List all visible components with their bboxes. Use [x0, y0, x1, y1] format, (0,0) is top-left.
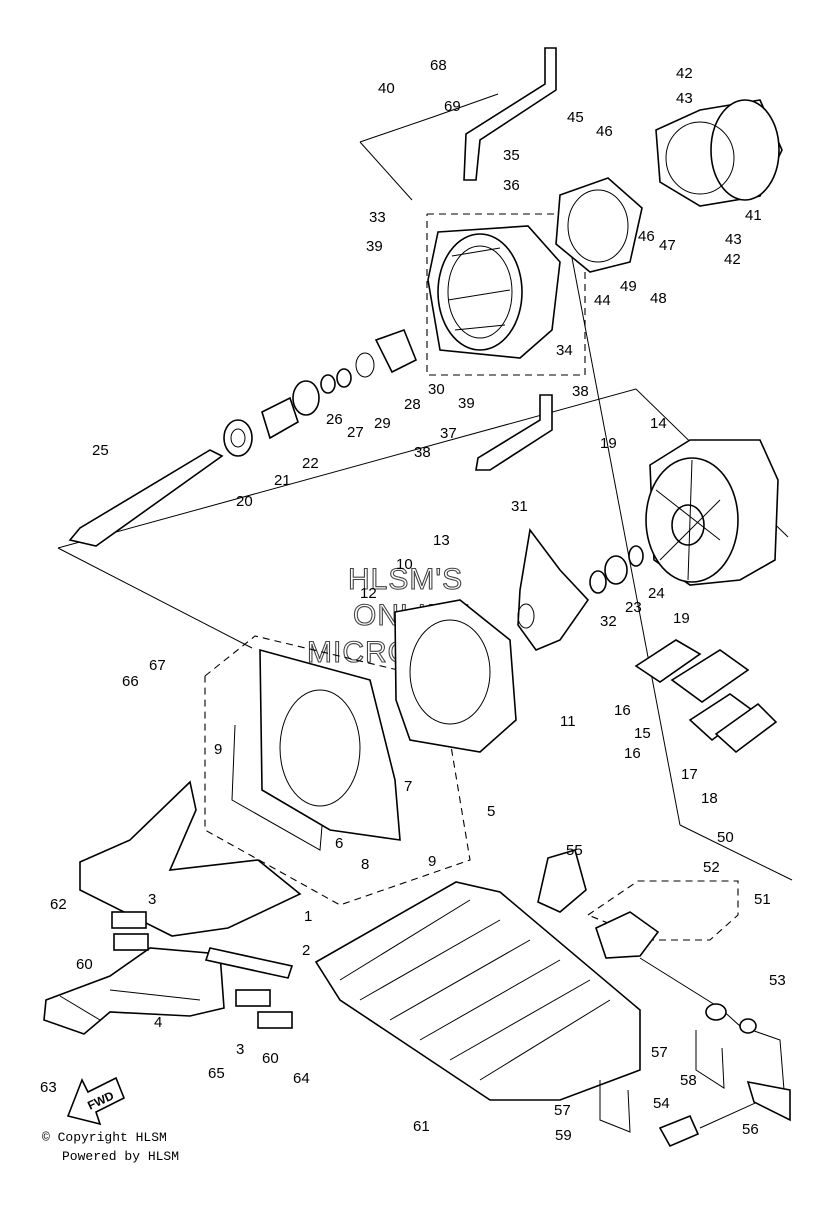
fwd-arrow: FWD: [66, 1076, 126, 1126]
watermark-line-1: HLSM'S: [348, 563, 463, 596]
callout-45: 45: [567, 109, 584, 126]
drive-shaft-and-bearings: [68, 328, 418, 547]
callout-66: 66: [122, 673, 139, 690]
callout-60: 60: [262, 1050, 279, 1067]
callout-13: 13: [433, 532, 450, 549]
callout-8: 8: [361, 856, 369, 873]
callout-35: 35: [503, 147, 520, 164]
pump-housing: [645, 439, 779, 586]
powered-by-text: Powered by HLSM: [62, 1149, 180, 1164]
callout-34: 34: [556, 342, 573, 359]
callout-51: 51: [754, 891, 771, 908]
callout-63: 63: [40, 1079, 57, 1096]
callout-16: 16: [624, 745, 641, 762]
callout-19: 19: [673, 610, 690, 627]
hull-brackets: [43, 780, 302, 1035]
callout-42: 42: [676, 65, 693, 82]
callout-61: 61: [413, 1118, 430, 1135]
callout-18: 18: [701, 790, 718, 807]
callout-39: 39: [458, 395, 475, 412]
callout-2: 2: [302, 942, 310, 959]
callout-50: 50: [717, 829, 734, 846]
callout-39: 39: [366, 238, 383, 255]
callout-1: 1: [304, 908, 312, 925]
callout-46: 46: [596, 123, 613, 140]
callout-42: 42: [724, 251, 741, 268]
callout-29: 29: [374, 415, 391, 432]
callout-43: 43: [725, 231, 742, 248]
callout-20: 20: [236, 493, 253, 510]
sensor-assembly: [537, 849, 791, 1148]
callout-36: 36: [503, 177, 520, 194]
callout-41: 41: [745, 207, 762, 224]
callout-30: 30: [428, 381, 445, 398]
callout-64: 64: [293, 1070, 310, 1087]
callout-12: 12: [360, 585, 377, 602]
callout-26: 26: [326, 411, 343, 428]
callout-16: 16: [614, 702, 631, 719]
callout-33: 33: [369, 209, 386, 226]
callout-68: 68: [430, 57, 447, 74]
callout-58: 58: [680, 1072, 697, 1089]
copyright-text: © Copyright HLSM: [42, 1130, 167, 1145]
callout-21: 21: [274, 472, 291, 489]
callout-32: 32: [600, 613, 617, 630]
jet-pump-duct: [427, 225, 561, 359]
callout-28: 28: [404, 396, 421, 413]
callout-67: 67: [149, 657, 166, 674]
callout-48: 48: [650, 290, 667, 307]
callout-53: 53: [769, 972, 786, 989]
callout-23: 23: [625, 599, 642, 616]
callout-47: 47: [659, 237, 676, 254]
intake-duct: [231, 599, 517, 851]
callout-46: 46: [638, 228, 655, 245]
callout-57: 57: [651, 1044, 668, 1061]
callout-15: 15: [634, 725, 651, 742]
callout-40: 40: [378, 80, 395, 97]
nozzle-rings: [555, 99, 783, 273]
callout-17: 17: [681, 766, 698, 783]
callout-57: 57: [554, 1102, 571, 1119]
callout-27: 27: [347, 424, 364, 441]
ride-plate: [314, 881, 641, 1101]
callout-60: 60: [76, 956, 93, 973]
callout-24: 24: [648, 585, 665, 602]
callout-43: 43: [676, 90, 693, 107]
callout-6: 6: [335, 835, 343, 852]
callout-38: 38: [572, 383, 589, 400]
callout-55: 55: [566, 842, 583, 859]
callout-11: 11: [560, 713, 576, 730]
callout-10: 10: [396, 556, 413, 573]
callout-3: 3: [148, 891, 156, 908]
callout-31: 31: [511, 498, 528, 515]
callout-25: 25: [92, 442, 109, 459]
callout-62: 62: [50, 896, 67, 913]
callout-9: 9: [214, 741, 222, 758]
callout-3: 3: [236, 1041, 244, 1058]
callout-59: 59: [555, 1127, 572, 1144]
grate-parts: [634, 639, 778, 754]
callout-38: 38: [414, 444, 431, 461]
callout-9: 9: [428, 853, 436, 870]
callout-52: 52: [703, 859, 720, 876]
callout-4: 4: [154, 1014, 162, 1031]
callout-65: 65: [208, 1065, 225, 1082]
callout-14: 14: [650, 415, 667, 432]
callout-22: 22: [302, 455, 319, 472]
callout-5: 5: [487, 803, 495, 820]
impeller: [517, 528, 644, 651]
callout-37: 37: [440, 425, 457, 442]
callout-19: 19: [600, 435, 617, 452]
callout-69: 69: [444, 98, 461, 115]
hoses: [463, 47, 557, 471]
callout-49: 49: [620, 278, 637, 295]
callout-7: 7: [404, 778, 412, 795]
callout-44: 44: [594, 292, 611, 309]
callout-54: 54: [653, 1095, 670, 1112]
callout-56: 56: [742, 1121, 759, 1138]
